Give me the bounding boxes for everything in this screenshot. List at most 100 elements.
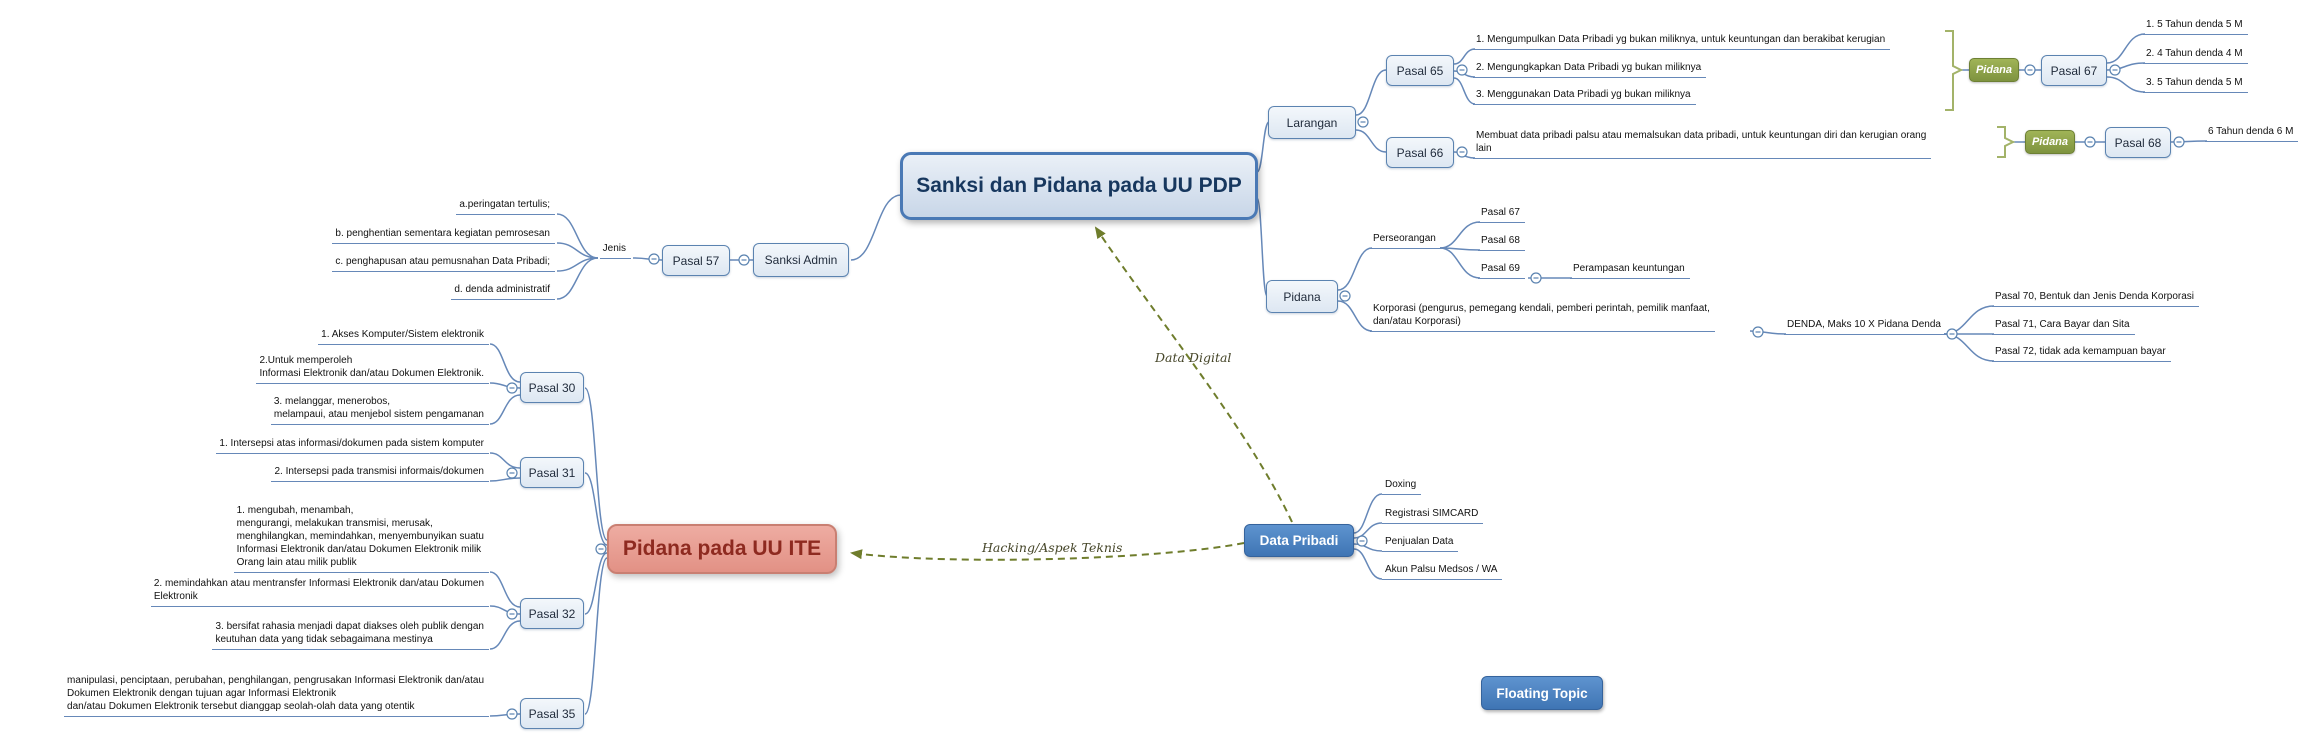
- connector: [1355, 69, 1387, 116]
- central-topic[interactable]: Sanksi dan Pidana pada UU PDP: [900, 152, 1258, 220]
- connector: [1439, 221, 1481, 249]
- pasal31-item[interactable]: 1. Intersepsi atas informasi/dokumen pad…: [216, 436, 489, 454]
- relationship-arrow-hacking[interactable]: [850, 542, 1245, 561]
- collapse-toggle[interactable]: [1530, 272, 1542, 284]
- connector: [556, 257, 599, 300]
- perseorangan-item[interactable]: Pasal 68: [1478, 233, 1525, 251]
- node-sanksi-admin[interactable]: Sanksi Admin: [753, 243, 849, 277]
- collapse-toggle[interactable]: [1456, 64, 1468, 76]
- collapse-toggle[interactable]: [1456, 146, 1468, 158]
- connector: [1337, 247, 1373, 291]
- relationship-arrow-data-digital[interactable]: [1094, 226, 1293, 523]
- summary-pidana-66[interactable]: Pidana: [2025, 130, 2075, 154]
- sanksi-item[interactable]: d. denda administratif: [451, 282, 555, 300]
- perseorangan-item[interactable]: Pasal 69: [1478, 261, 1525, 279]
- summary-pidana-65[interactable]: Pidana: [1969, 58, 2019, 82]
- node-pasal-35[interactable]: Pasal 35: [520, 698, 584, 729]
- node-pasal-57[interactable]: Pasal 57: [662, 245, 730, 276]
- connector: [1353, 548, 1383, 580]
- collapse-toggle[interactable]: [1946, 328, 1958, 340]
- collapse-toggle[interactable]: [2173, 136, 2185, 148]
- topic-floating[interactable]: Floating Topic: [1481, 676, 1603, 710]
- pasal30-item[interactable]: 2.Untuk memperoleh Informasi Elektronik …: [256, 353, 489, 384]
- node-pidana[interactable]: Pidana: [1266, 280, 1338, 313]
- collapse-toggle[interactable]: [595, 543, 607, 555]
- pasal32-item[interactable]: 1. mengubah, menambah, mengurangi, melak…: [233, 503, 489, 573]
- data-pribadi-item[interactable]: Akun Palsu Medsos / WA: [1382, 562, 1503, 580]
- connector: [489, 394, 521, 425]
- connector: [2106, 76, 2146, 93]
- collapse-toggle[interactable]: [1752, 326, 1764, 338]
- data-pribadi-item[interactable]: Penjualan Data: [1382, 534, 1459, 552]
- node-denda[interactable]: DENDA, Maks 10 X Pidana Denda: [1784, 317, 1946, 335]
- connector: [1453, 48, 1476, 65]
- pasal65-item[interactable]: 3. Menggunakan Data Pribadi yg bukan mil…: [1473, 87, 1696, 105]
- node-larangan[interactable]: Larangan: [1268, 106, 1356, 139]
- pasal31-item[interactable]: 2. Intersepsi pada transmisi informais/d…: [271, 464, 489, 482]
- connector: [1353, 543, 1383, 552]
- connector: [2106, 33, 2146, 64]
- collapse-toggle[interactable]: [1357, 116, 1369, 128]
- pasal67-item[interactable]: 2. 4 Tahun denda 4 M: [2143, 46, 2248, 64]
- connector: [850, 194, 902, 261]
- collapse-toggle[interactable]: [1356, 535, 1368, 547]
- collapse-toggle[interactable]: [1339, 290, 1351, 302]
- collapse-toggle[interactable]: [506, 467, 518, 479]
- collapse-toggle[interactable]: [2109, 64, 2121, 76]
- pasal35-item[interactable]: manipulasi, penciptaan, perubahan, pengh…: [64, 673, 489, 717]
- relation-label-hacking[interactable]: Hacking/Aspek Teknis: [982, 540, 1123, 555]
- pasal67-item[interactable]: 3. 5 Tahun denda 5 M: [2143, 75, 2248, 93]
- connector: [1439, 247, 1481, 279]
- node-pasal-32[interactable]: Pasal 32: [520, 598, 584, 629]
- pasal68-item[interactable]: 6 Tahun denda 6 M: [2205, 124, 2299, 142]
- pasal65-item[interactable]: 2. Mengungkapkan Data Pribadi yg bukan m…: [1473, 60, 1707, 78]
- korporasi-item[interactable]: Pasal 71, Cara Bayar dan Sita: [1992, 317, 2135, 335]
- connector: [584, 552, 608, 615]
- connector: [556, 213, 599, 259]
- connector: [1453, 77, 1476, 105]
- collapse-toggle[interactable]: [738, 254, 750, 266]
- summary-bracket: [1997, 126, 2016, 158]
- data-pribadi-item[interactable]: Doxing: [1382, 477, 1422, 495]
- node-pasal-30[interactable]: Pasal 30: [520, 372, 584, 403]
- connector: [1256, 121, 1270, 173]
- korporasi-item[interactable]: Pasal 72, tidak ada kemampuan bayar: [1992, 344, 2171, 362]
- pasal65-item[interactable]: 1. Mengumpulkan Data Pribadi yg bukan mi…: [1473, 32, 1891, 50]
- connector: [1353, 493, 1383, 534]
- relation-label-data-digital[interactable]: Data Digital: [1155, 350, 1232, 365]
- connector: [584, 557, 608, 715]
- node-jenis[interactable]: Jenis: [599, 241, 631, 259]
- node-korporasi[interactable]: Korporasi (pengurus, pemegang kendali, p…: [1370, 301, 1715, 332]
- pasal67-item[interactable]: 1. 5 Tahun denda 5 M: [2143, 17, 2248, 35]
- sanksi-item[interactable]: c. penghapusan atau pemusnahan Data Prib…: [332, 254, 555, 272]
- connector: [1355, 129, 1387, 153]
- connector: [1353, 522, 1383, 539]
- collapse-toggle[interactable]: [506, 708, 518, 720]
- sanksi-item[interactable]: b. penghentian sementara kegiatan pemros…: [332, 226, 555, 244]
- connector: [489, 477, 521, 482]
- korporasi-item[interactable]: Pasal 70, Bentuk dan Jenis Denda Korpora…: [1992, 289, 2200, 307]
- sanksi-item[interactable]: a.peringatan tertulis;: [456, 197, 555, 215]
- pasal32-item[interactable]: 2. memindahkan atau mentransfer Informas…: [150, 576, 489, 607]
- collapse-toggle[interactable]: [2024, 64, 2036, 76]
- pasal66-desc[interactable]: Membuat data pribadi palsu atau memalsuk…: [1473, 128, 1932, 159]
- node-pasal-67[interactable]: Pasal 67: [2041, 55, 2107, 86]
- topic-data-pribadi[interactable]: Data Pribadi: [1244, 524, 1354, 557]
- pasal30-item[interactable]: 3. melanggar, menerobos, melampaui, atau…: [270, 394, 489, 425]
- collapse-toggle[interactable]: [648, 253, 660, 265]
- node-pasal-31[interactable]: Pasal 31: [520, 457, 584, 488]
- node-pasal-65[interactable]: Pasal 65: [1386, 55, 1454, 86]
- perseorangan-item[interactable]: Pasal 67: [1478, 205, 1525, 223]
- node-perseorangan[interactable]: Perseorangan: [1370, 231, 1441, 249]
- pasal30-item[interactable]: 1. Akses Komputer/Sistem elektronik: [318, 327, 489, 345]
- collapse-toggle[interactable]: [506, 608, 518, 620]
- collapse-toggle[interactable]: [506, 382, 518, 394]
- node-pasal-68[interactable]: Pasal 68: [2105, 127, 2171, 158]
- data-pribadi-item[interactable]: Registrasi SIMCARD: [1382, 506, 1484, 524]
- node-perampasan[interactable]: Perampasan keuntungan: [1570, 261, 1690, 279]
- topic-uu-ite[interactable]: Pidana pada UU ITE: [607, 524, 837, 574]
- collapse-toggle[interactable]: [2084, 136, 2096, 148]
- pasal32-item[interactable]: 3. bersifat rahasia menjadi dapat diakse…: [212, 619, 489, 650]
- node-pasal-66[interactable]: Pasal 66: [1386, 137, 1454, 168]
